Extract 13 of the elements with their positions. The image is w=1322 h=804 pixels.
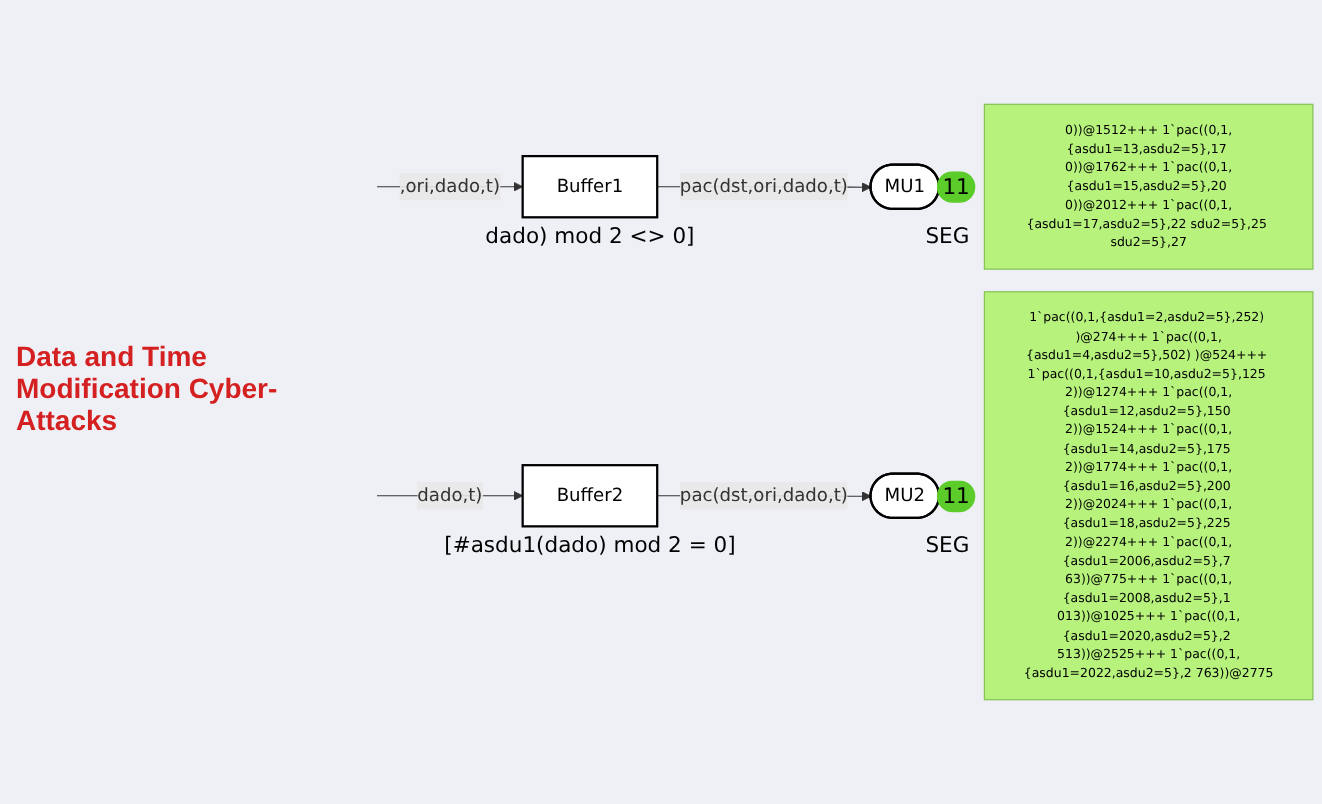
edge-label: dado,t) <box>417 484 483 506</box>
guard-text: [#asdu1(dado) mod 2 = 0] <box>442 530 738 559</box>
edge-label: pac(dst,ori,dado,t) <box>679 175 848 197</box>
annotation-text: Data and Time Modification Cyber-Attacks <box>16 340 280 436</box>
color-set-label: SEG <box>925 531 970 559</box>
token-count-badge: 11 <box>936 479 976 512</box>
guard-text: dado) mod 2 <> 0] <box>483 221 697 250</box>
node-box: Buffer1 <box>521 155 659 219</box>
node-box: Buffer2 <box>521 464 659 528</box>
edge-label: ,ori,dado,t) <box>399 175 500 197</box>
token-count-badge: 11 <box>936 170 976 203</box>
edge-label: pac(dst,ori,dado,t) <box>679 484 848 506</box>
color-set-label: SEG <box>925 222 970 250</box>
